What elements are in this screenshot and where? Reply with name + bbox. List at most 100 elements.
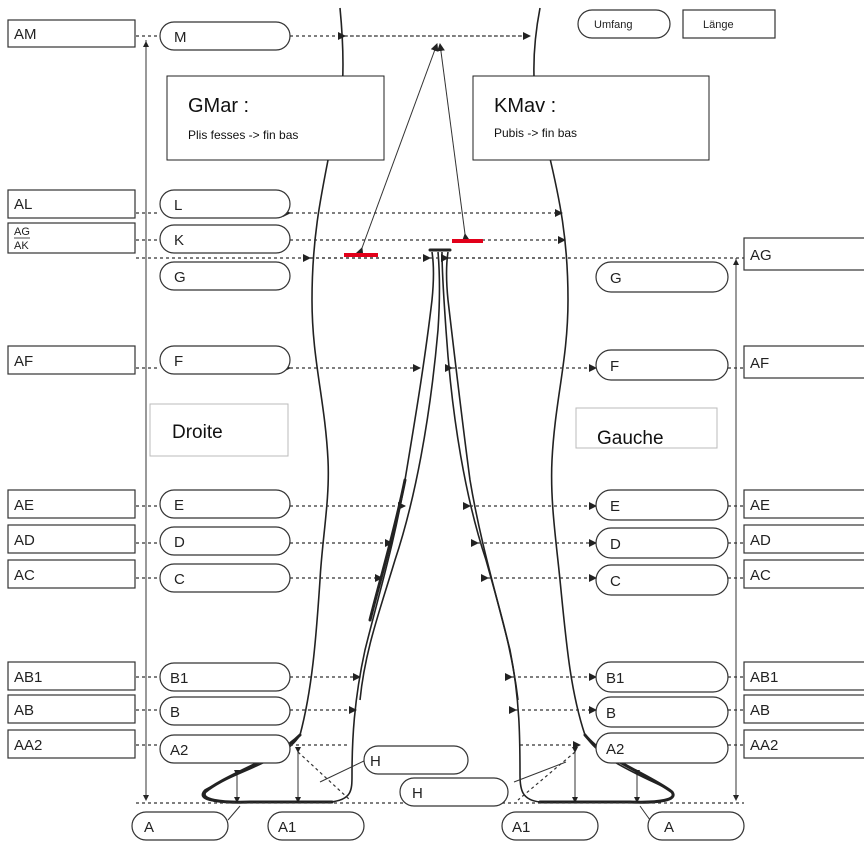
svg-text:AG: AG — [14, 226, 30, 238]
pill-a[interactable]: A — [131, 811, 229, 841]
svg-text:G: G — [610, 270, 622, 287]
box-right-aa2[interactable]: AA2 — [743, 729, 864, 759]
kmav-callout: KMav : Pubis -> fin bas — [472, 75, 710, 161]
svg-text:AD: AD — [14, 532, 35, 549]
svg-text:E: E — [174, 497, 184, 514]
gauche-label: Gauche — [575, 407, 718, 449]
pill-m[interactable]: M — [159, 21, 291, 51]
svg-text:E: E — [610, 498, 620, 515]
box-right-ac[interactable]: AC — [743, 559, 864, 589]
box-ag-ak[interactable]: AG AK — [7, 222, 136, 254]
svg-text:Gauche: Gauche — [597, 428, 664, 449]
box-ad[interactable]: AD — [7, 524, 136, 554]
svg-text:AB1: AB1 — [14, 669, 42, 686]
pill-right-a2[interactable]: A2 — [595, 732, 729, 764]
pill-right-b1[interactable]: B1 — [595, 661, 729, 693]
pill-right-a1[interactable]: A1 — [501, 811, 599, 841]
svg-text:Pubis -> fin bas: Pubis -> fin bas — [494, 126, 577, 140]
svg-text:A2: A2 — [606, 741, 624, 758]
svg-text:B1: B1 — [170, 670, 188, 687]
box-ab[interactable]: AB — [7, 694, 136, 724]
right-calf-shadow — [368, 478, 407, 622]
svg-text:B1: B1 — [606, 670, 624, 687]
svg-text:AA2: AA2 — [14, 737, 42, 754]
svg-text:AB: AB — [750, 702, 770, 719]
svg-text:AD: AD — [750, 532, 771, 549]
pill-right-g[interactable]: G — [595, 261, 729, 293]
pill-right-b[interactable]: B — [595, 696, 729, 728]
box-al[interactable]: AL — [7, 189, 136, 219]
box-right-ad[interactable]: AD — [743, 524, 864, 554]
svg-text:G: G — [174, 269, 186, 286]
svg-text:C: C — [610, 573, 621, 590]
svg-text:AF: AF — [750, 355, 769, 372]
svg-text:A1: A1 — [512, 819, 530, 836]
box-am[interactable]: AM — [7, 19, 136, 48]
pill-h-upper[interactable]: H — [363, 745, 469, 775]
svg-text:H: H — [412, 785, 423, 802]
box-right-ag[interactable]: AG — [743, 237, 864, 271]
box-right-ab1[interactable]: AB1 — [743, 661, 864, 691]
pill-right-f[interactable]: F — [595, 349, 729, 381]
svg-text:F: F — [610, 358, 619, 375]
pill-k[interactable]: K — [159, 224, 291, 254]
box-right-ab[interactable]: AB — [743, 694, 864, 724]
svg-text:L: L — [174, 197, 182, 214]
right-pills: G F E D C B1 B A2 A1 A — [501, 261, 745, 841]
svg-text:K: K — [174, 232, 184, 249]
svg-text:AE: AE — [750, 497, 770, 514]
svg-text:AC: AC — [750, 567, 771, 584]
umfang-legend[interactable]: Umfang — [577, 9, 671, 39]
pill-right-a[interactable]: A — [647, 811, 745, 841]
right-label-boxes: AG AF AE AD AC AB1 AB AA2 — [743, 237, 864, 759]
box-right-ae[interactable]: AE — [743, 489, 864, 519]
svg-text:GMar :: GMar : — [188, 95, 249, 117]
svg-text:A2: A2 — [170, 742, 188, 759]
laenge-legend[interactable]: Länge — [682, 9, 776, 39]
pill-h-lower[interactable]: H — [399, 777, 509, 807]
svg-text:AB: AB — [14, 702, 34, 719]
svg-text:B: B — [170, 704, 180, 721]
pill-f[interactable]: F — [159, 345, 291, 375]
box-af[interactable]: AF — [7, 345, 136, 375]
svg-text:Länge: Länge — [703, 19, 734, 31]
svg-text:A1: A1 — [278, 819, 296, 836]
box-right-af[interactable]: AF — [743, 345, 864, 379]
svg-text:Droite: Droite — [172, 422, 223, 443]
pill-right-d[interactable]: D — [595, 527, 729, 559]
left-pills: M L K G F E D C B1 B A2 A A1 — [131, 21, 365, 841]
measurement-lines — [136, 32, 864, 821]
box-ac[interactable]: AC — [7, 559, 136, 589]
pill-g[interactable]: G — [159, 261, 291, 291]
svg-text:AK: AK — [14, 240, 29, 252]
pill-a1[interactable]: A1 — [267, 811, 365, 841]
svg-text:F: F — [174, 353, 183, 370]
svg-text:A: A — [664, 819, 674, 836]
svg-text:C: C — [174, 571, 185, 588]
pill-b[interactable]: B — [159, 696, 291, 726]
pill-c[interactable]: C — [159, 563, 291, 593]
pill-l[interactable]: L — [159, 189, 291, 219]
svg-text:B: B — [606, 705, 616, 722]
box-aa2[interactable]: AA2 — [7, 729, 136, 759]
pill-right-e[interactable]: E — [595, 489, 729, 521]
svg-text:AG: AG — [750, 247, 772, 264]
box-ab1[interactable]: AB1 — [7, 661, 136, 691]
kmav-pointer-arrow — [436, 43, 470, 242]
svg-text:A: A — [144, 819, 154, 836]
svg-text:AB1: AB1 — [750, 669, 778, 686]
svg-text:Umfang: Umfang — [594, 19, 633, 31]
pill-right-c[interactable]: C — [595, 564, 729, 596]
svg-text:Plis fesses -> fin bas: Plis fesses -> fin bas — [188, 128, 298, 142]
pill-a2[interactable]: A2 — [159, 734, 291, 764]
pill-d[interactable]: D — [159, 526, 291, 556]
svg-text:AA2: AA2 — [750, 737, 778, 754]
box-ae[interactable]: AE — [7, 489, 136, 519]
svg-text:D: D — [610, 536, 621, 553]
pill-e[interactable]: E — [159, 489, 291, 519]
pill-b1[interactable]: B1 — [159, 662, 291, 692]
svg-text:KMav :: KMav : — [494, 95, 556, 117]
gmar-callout: GMar : Plis fesses -> fin bas — [166, 75, 385, 161]
svg-text:AL: AL — [14, 196, 32, 213]
